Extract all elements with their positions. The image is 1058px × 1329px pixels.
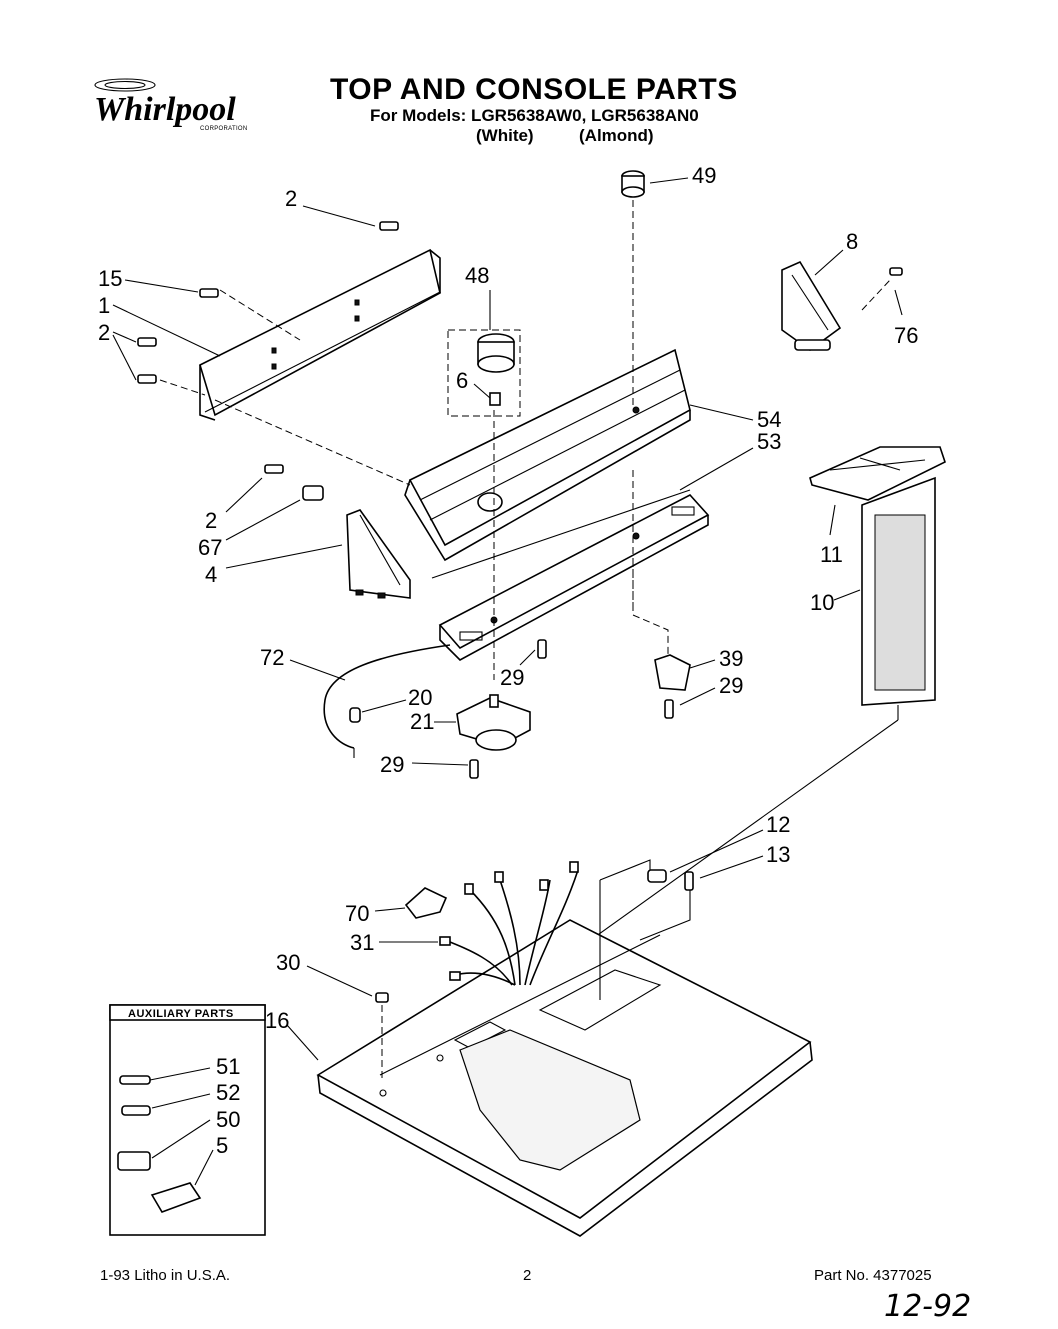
callout-48: 48: [465, 263, 489, 288]
callout-30: 30: [276, 950, 300, 975]
callout-51: 51: [216, 1054, 240, 1079]
callout-2-top: 2: [285, 186, 297, 211]
auxiliary-parts-title: AUXILIARY PARTS: [128, 1008, 234, 1020]
console-back-part: [431, 489, 710, 661]
callout-29-right: 29: [719, 673, 743, 698]
color-white-label: (White): [476, 126, 534, 145]
callout-52: 52: [216, 1080, 240, 1105]
console-panel-part: [404, 348, 691, 562]
auxiliary-parts-box: AUXILIARY PARTS: [109, 1004, 266, 1236]
color-almond-label: (Almond): [579, 126, 654, 145]
callout-2-left: 2: [98, 320, 110, 345]
callout-8: 8: [846, 229, 858, 254]
timer-motor-part: [349, 639, 691, 779]
models-line: For Models: LGR5638AW0, LGR5638AN0: [370, 106, 699, 125]
wire-harness-part: [404, 861, 694, 986]
wire-harness-loop: [323, 644, 451, 749]
callout-29-center: 29: [500, 665, 524, 690]
litho-note: 1-93 Litho in U.S.A.: [100, 1267, 230, 1284]
callout-29-bottom: 29: [380, 752, 404, 777]
callout-20: 20: [408, 685, 432, 710]
callout-1: 1: [98, 293, 110, 318]
callout-53: 53: [757, 429, 781, 454]
end-cap-part: [302, 485, 411, 599]
whirlpool-logo: Whirlpool CORPORATION: [94, 78, 248, 132]
leader-lines: [112, 177, 903, 1186]
callout-numbers: 2 15 1 2 48 6 49 8 76 54 53 2 67 4 11 10…: [98, 163, 918, 1158]
brand-corporation: CORPORATION: [200, 126, 248, 132]
callout-49: 49: [692, 163, 716, 188]
callout-39: 39: [719, 646, 743, 671]
callout-13: 13: [766, 842, 790, 867]
callout-6: 6: [456, 368, 468, 393]
screw-parts: [137, 221, 399, 474]
callout-76: 76: [894, 323, 918, 348]
handwritten-date: 12-92: [884, 1289, 971, 1324]
callout-54: 54: [757, 407, 781, 432]
top-panel-part: [316, 859, 813, 1237]
push-button-part: [621, 170, 669, 655]
switch-bracket-part: [781, 260, 903, 351]
callout-4: 4: [205, 562, 217, 587]
part-number: Part No. 4377025: [814, 1267, 932, 1284]
callout-2-mid: 2: [205, 508, 217, 533]
callout-50: 50: [216, 1107, 240, 1132]
callout-16: 16: [265, 1008, 289, 1033]
lint-screen-part: [464, 446, 946, 1031]
callout-10: 10: [810, 590, 834, 615]
callout-21: 21: [410, 709, 434, 734]
page-number: 2: [523, 1267, 531, 1284]
callout-72: 72: [260, 645, 284, 670]
callout-15: 15: [98, 266, 122, 291]
brand-name: Whirlpool: [94, 91, 236, 128]
callout-67: 67: [198, 535, 222, 560]
console-bracket-part: [159, 248, 441, 486]
callout-11: 11: [820, 542, 843, 567]
page-title: TOP AND CONSOLE PARTS: [330, 73, 738, 106]
timer-knob-part: [447, 329, 521, 680]
callout-5: 5: [216, 1133, 228, 1158]
callout-12: 12: [766, 812, 790, 837]
callout-70: 70: [345, 901, 369, 926]
callout-31: 31: [350, 930, 374, 955]
